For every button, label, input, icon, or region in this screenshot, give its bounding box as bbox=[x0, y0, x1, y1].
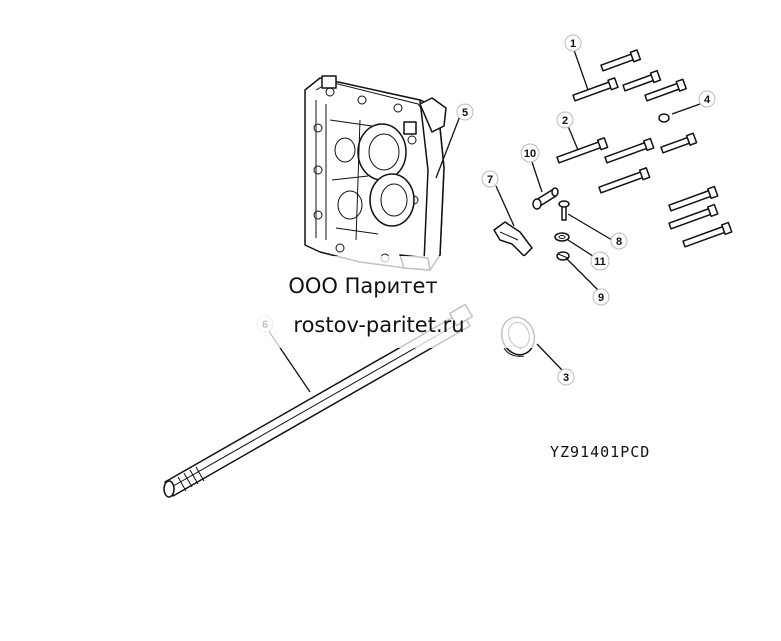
bolt-set-lower bbox=[668, 185, 733, 248]
drawing-code: YZ91401PCD bbox=[550, 443, 650, 461]
callout-10-label: 10 bbox=[524, 148, 536, 160]
washer-part bbox=[554, 232, 570, 242]
callout-9: 9 bbox=[592, 288, 610, 306]
callout-5-label: 5 bbox=[462, 107, 468, 119]
callout-11: 11 bbox=[590, 251, 610, 271]
small-bolt-part bbox=[558, 200, 570, 221]
callout-1-label: 1 bbox=[570, 38, 576, 50]
watermark-company: ООО Паритет bbox=[288, 274, 437, 298]
pin-part bbox=[532, 187, 559, 210]
callout-4: 4 bbox=[698, 90, 716, 108]
callout-2-label: 2 bbox=[562, 115, 568, 127]
callout-2: 2 bbox=[556, 111, 574, 129]
callout-11-label: 11 bbox=[594, 256, 606, 268]
callout-8: 8 bbox=[610, 232, 628, 250]
callout-8-label: 8 bbox=[616, 236, 622, 248]
callout-9-label: 9 bbox=[598, 292, 604, 304]
callout-7-label: 7 bbox=[487, 174, 493, 186]
bolt-set-2 bbox=[556, 132, 698, 194]
bracket-clip-part bbox=[493, 221, 533, 257]
callout-3-label: 3 bbox=[563, 372, 569, 384]
plug-part bbox=[658, 113, 670, 123]
callout-10: 10 bbox=[520, 143, 540, 163]
watermark-backdrop bbox=[244, 256, 536, 348]
callout-4-label: 4 bbox=[704, 94, 711, 106]
callout-3: 3 bbox=[557, 368, 575, 386]
callout-7: 7 bbox=[481, 170, 499, 188]
callout-1: 1 bbox=[564, 34, 582, 52]
callout-5: 5 bbox=[456, 103, 474, 121]
watermark-website: rostov-paritet.ru bbox=[293, 313, 464, 337]
housing-cover-part bbox=[304, 75, 447, 271]
bolt-set-1 bbox=[572, 49, 687, 102]
leader-lines bbox=[267, 49, 701, 393]
